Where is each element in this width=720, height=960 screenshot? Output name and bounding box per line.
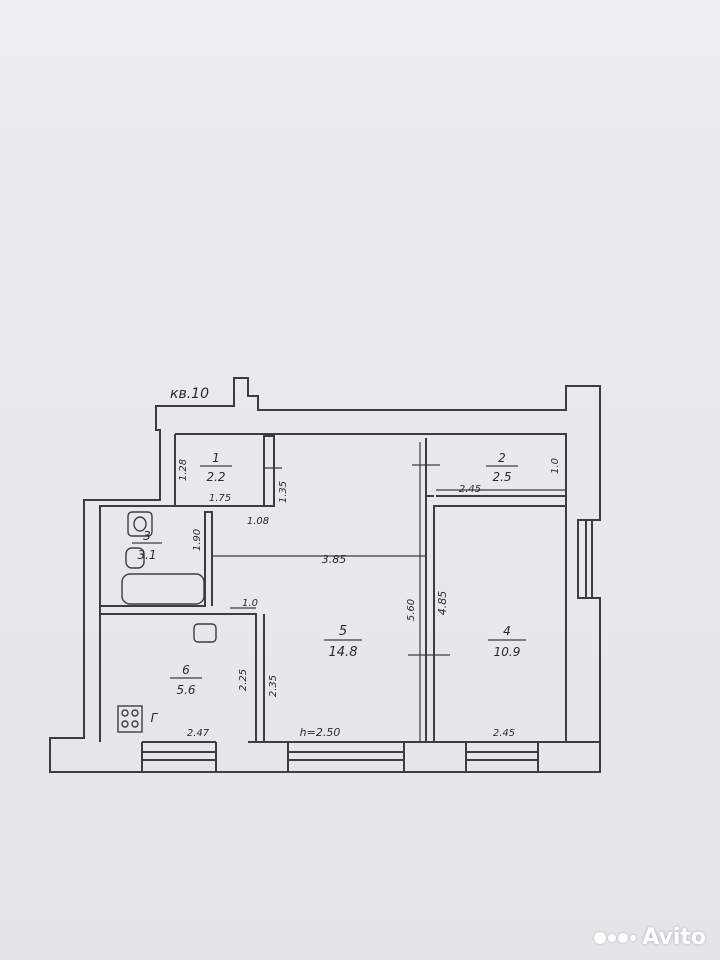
dim-128: 1.28 bbox=[178, 459, 189, 481]
inner-wall bbox=[99, 433, 567, 742]
room1-area: 2.2 bbox=[206, 470, 225, 484]
dim-560: 5.60 bbox=[406, 599, 417, 621]
room5-number: 5 bbox=[339, 624, 347, 639]
dim-135: 1.35 bbox=[278, 481, 289, 503]
room3-area: 3.1 bbox=[137, 548, 156, 562]
stove-burner bbox=[131, 720, 139, 728]
dim-108: 1.08 bbox=[247, 516, 269, 527]
stove-burner bbox=[121, 709, 129, 717]
sink-fixture bbox=[127, 511, 153, 537]
stove-letter: Г bbox=[151, 711, 159, 725]
room1-number: 1 bbox=[212, 451, 220, 465]
stove-burner bbox=[121, 720, 129, 728]
dim-245-bottom: 2.45 bbox=[493, 728, 515, 739]
dim-235: 2.35 bbox=[268, 675, 279, 697]
dim-175: 1.75 bbox=[209, 493, 231, 504]
dim-190: 1.90 bbox=[192, 529, 203, 551]
dim-245-top: 2.45 bbox=[459, 484, 481, 495]
dim-247: 2.47 bbox=[187, 728, 210, 739]
bathtub-fixture bbox=[121, 573, 205, 605]
room2-number: 2 bbox=[498, 451, 506, 465]
dim-385: 3.85 bbox=[322, 553, 347, 566]
stove-fixture bbox=[117, 705, 143, 733]
avito-watermark: Avito bbox=[594, 925, 706, 950]
room4-number: 4 bbox=[503, 624, 511, 638]
room5-area: 14.8 bbox=[329, 645, 358, 660]
wall-room3 bbox=[100, 511, 213, 615]
avito-logo-icon bbox=[594, 931, 637, 944]
window-right bbox=[465, 741, 539, 772]
room6-area: 5.6 bbox=[176, 683, 195, 697]
window-left bbox=[141, 741, 217, 772]
dim-h250: h=2.50 bbox=[300, 726, 341, 739]
toilet-fixture bbox=[125, 547, 145, 569]
room6-number: 6 bbox=[182, 663, 190, 677]
watermark-text: Avito bbox=[642, 925, 706, 950]
dim-10-room6: 1.0 bbox=[242, 598, 258, 609]
dim-10-room2: 1.0 bbox=[550, 458, 561, 474]
window-side bbox=[577, 520, 593, 598]
kitchen-sink-fixture bbox=[193, 623, 217, 643]
apartment-label: кв.10 bbox=[170, 386, 209, 402]
wall-room1 bbox=[175, 435, 275, 507]
room3-number: 3 bbox=[143, 529, 151, 543]
window-middle bbox=[287, 741, 405, 772]
outer-wall bbox=[49, 377, 601, 773]
stove-burner bbox=[131, 709, 139, 717]
room2-area: 2.5 bbox=[492, 470, 511, 484]
room4-area: 10.9 bbox=[494, 645, 521, 659]
dim-225: 2.25 bbox=[238, 669, 249, 691]
dim-485: 4.85 bbox=[436, 591, 449, 616]
sink-bowl bbox=[133, 516, 147, 532]
